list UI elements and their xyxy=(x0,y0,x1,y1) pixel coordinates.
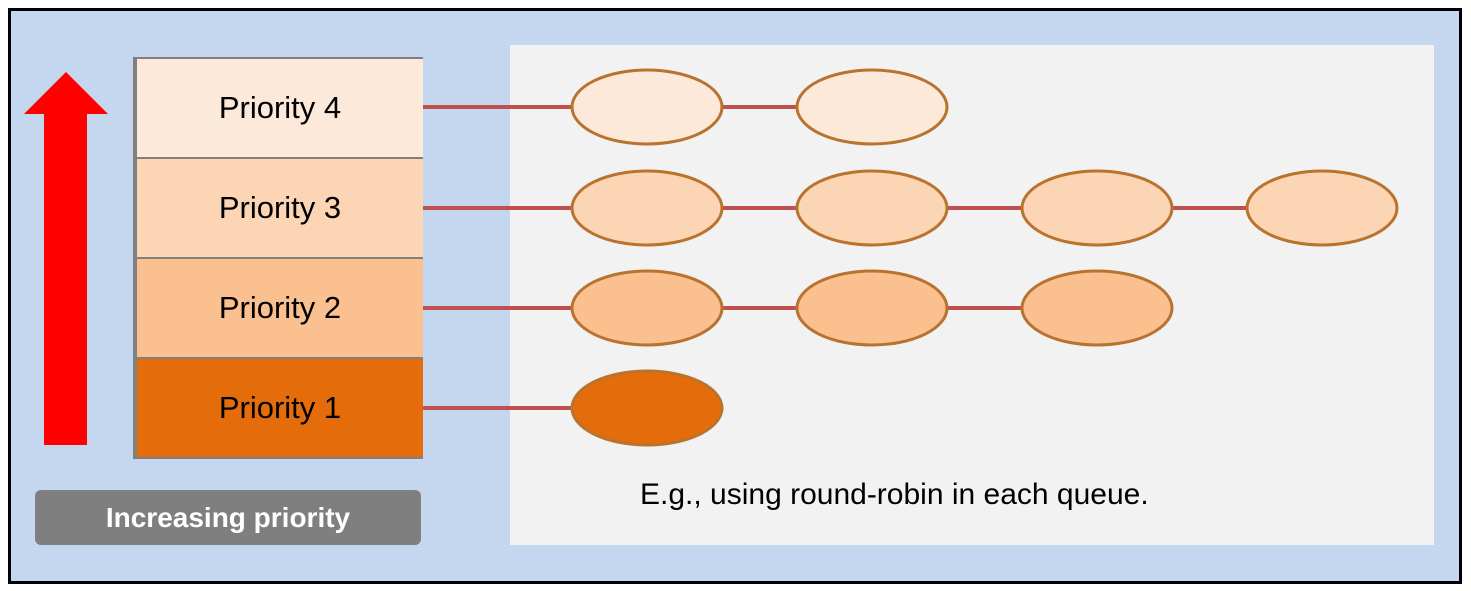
queue-node-priority-2-3 xyxy=(1020,269,1174,347)
queue-node-priority-2-1 xyxy=(570,269,724,347)
queue-node-priority-3-1 xyxy=(570,169,724,247)
queue-node-priority-4-2 xyxy=(795,68,949,146)
queue-node-priority-3-4 xyxy=(1245,169,1399,247)
priority-level-1: Priority 1 xyxy=(137,359,423,457)
queue-node-priority-3-3 xyxy=(1020,169,1174,247)
priority-stack: Priority 4 Priority 3 Priority 2 Priorit… xyxy=(133,57,423,459)
priority-level-4: Priority 4 xyxy=(137,59,423,157)
queue-node-priority-4-1 xyxy=(570,68,724,146)
round-robin-note: E.g., using round-robin in each queue. xyxy=(640,478,1149,511)
queue-node-priority-1-1 xyxy=(570,369,724,447)
queue-links xyxy=(423,105,1322,410)
priority-level-3: Priority 3 xyxy=(137,159,423,257)
increasing-priority-arrow xyxy=(24,72,108,445)
priority-level-2: Priority 2 xyxy=(137,259,423,357)
queue-node-priority-3-2 xyxy=(795,169,949,247)
increasing-priority-label: Increasing priority xyxy=(35,490,421,545)
queue-nodes xyxy=(570,68,1399,447)
queue-node-priority-2-2 xyxy=(795,269,949,347)
